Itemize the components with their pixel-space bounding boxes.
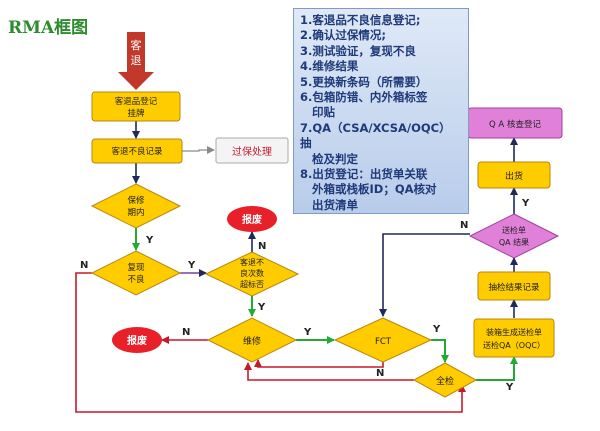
node-defect-count-line-1: 客退不 <box>240 257 264 267</box>
edge-labels: Y N Y N Y N Y Y N Y N Y <box>80 198 530 393</box>
note-line: 6.包箱防错、内外箱标签 <box>300 90 428 105</box>
edge-fct-fullcheck <box>431 339 449 363</box>
node-register-line-1: 客退品登记 <box>115 96 158 107</box>
label-n-repair: N <box>182 327 190 338</box>
note-line: 4.维修结果 <box>300 59 359 74</box>
process-notes: 1.客退品不良信息登记; 2.确认过保情况; 3.测试验证，复现不良 4.维修结… <box>293 8 469 214</box>
edge-fullcheck-loop <box>244 362 414 381</box>
connectors <box>75 121 518 413</box>
node-pack-send: 装箱生成送检单 送检QA（OQC） <box>473 318 555 358</box>
node-in-warranty: 保修 期内 <box>90 183 182 229</box>
node-full-check: 全检 <box>412 362 478 398</box>
note-line: 7.QA（CSA/XCSA/OQC）抽 <box>300 120 451 151</box>
note-line: 出货清单 <box>312 197 358 212</box>
note-line: 5.更换新条码（所需要） <box>300 74 428 89</box>
label-y-result: Y <box>521 198 530 209</box>
node-scrap-top-label: 报废 <box>242 213 262 226</box>
start-arrow-text-1: 客 <box>131 38 142 52</box>
node-sample-record: 抽检结果记录 <box>477 271 551 301</box>
node-scrap-left: 报废 <box>112 327 162 353</box>
node-sample-record-label: 抽检结果记录 <box>488 282 540 293</box>
page-title: RMA框图 <box>8 18 89 38</box>
node-ship-label: 出货 <box>505 170 523 182</box>
label-y-count: Y <box>257 302 266 313</box>
node-in-warranty-line-1: 保修 <box>127 195 145 206</box>
node-pack-send-line-2: 送检QA（OQC） <box>483 340 545 350</box>
node-defect-count-line-3: 超标否 <box>240 279 264 289</box>
node-fct: FCT <box>333 317 433 363</box>
note-line: 3.测试验证，复现不良 <box>300 43 416 58</box>
node-in-warranty-line-2: 期内 <box>127 207 144 218</box>
node-scrap-left-label: 报废 <box>127 334 147 347</box>
node-reproduce: 复现 不良 <box>90 250 182 296</box>
label-n-count: N <box>258 241 266 252</box>
node-repair-label: 维修 <box>243 335 261 347</box>
node-qa-ship-register-label: Q A 核查登记 <box>489 119 541 130</box>
start-arrow: 客 退 <box>118 32 154 90</box>
edge-result-repair <box>379 233 470 317</box>
node-register-line-2: 挂牌 <box>127 108 145 119</box>
node-warranty-process: 过保处理 <box>215 137 289 164</box>
node-ship: 出货 <box>477 161 551 189</box>
start-arrow-text-2: 退 <box>131 54 142 67</box>
node-qa-ship-register: Q A 核查登记 <box>467 107 563 139</box>
label-n-reproduce: N <box>80 260 88 271</box>
node-inspect-result: 送检单 QA 结果 <box>468 213 560 259</box>
note-line: 8.出货登记：出货单关联 <box>300 167 428 182</box>
label-y-fct: Y <box>432 324 441 335</box>
note-line: 2.确认过保情况; <box>300 28 386 43</box>
node-defect-count-line-2: 良次数 <box>240 268 264 278</box>
note-line: 1.客退品不良信息登记; <box>300 13 421 27</box>
node-scrap-top: 报废 <box>227 206 277 232</box>
edge-fullcheck-pack <box>476 356 518 381</box>
label-y-warranty: Y <box>145 235 154 246</box>
label-y-fullcheck: Y <box>505 382 514 393</box>
node-defect-record: 客退不良记录 <box>91 138 183 164</box>
label-n-fct: N <box>376 368 384 379</box>
edge-reproduce-no <box>75 272 466 413</box>
label-n-result: N <box>460 220 468 231</box>
node-defect-record-label: 客退不良记录 <box>111 146 163 157</box>
label-y-repair: Y <box>303 327 312 338</box>
node-inspect-result-line-1: 送检单 <box>502 225 526 235</box>
node-reproduce-line-1: 复现 <box>127 262 145 273</box>
note-line: 印贴 <box>312 105 335 120</box>
note-line: 检及判定 <box>312 151 358 166</box>
label-y-reproduce: Y <box>187 260 196 271</box>
node-full-check-label: 全检 <box>436 375 454 387</box>
node-fct-label: FCT <box>375 337 392 347</box>
node-warranty-process-label: 过保处理 <box>232 145 272 158</box>
node-register: 客退品登记 挂牌 <box>91 91 181 122</box>
node-inspect-result-line-2: QA 结果 <box>499 237 529 247</box>
node-defect-count: 客退不 良次数 超标否 <box>204 251 300 297</box>
edge-fct-loop <box>254 359 384 368</box>
edge-defect-outofwarranty <box>182 146 215 154</box>
node-repair: 维修 <box>206 317 298 363</box>
note-line: 外箱或栈板ID；QA核对 <box>312 182 437 197</box>
node-reproduce-line-2: 不良 <box>127 274 145 285</box>
node-pack-send-line-1: 装箱生成送检单 <box>486 327 542 337</box>
